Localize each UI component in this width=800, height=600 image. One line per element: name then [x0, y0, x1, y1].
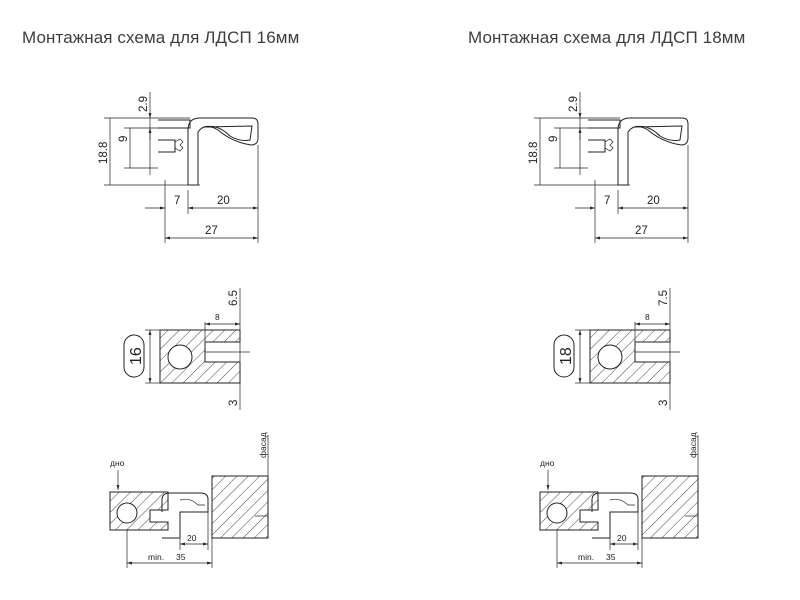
dim-lip-right: 20 — [647, 195, 660, 207]
board-bottom-right: 3 — [658, 400, 670, 406]
board-section-right: 18 8 7.5 3 — [553, 288, 680, 410]
dim-lip-left: 20 — [217, 195, 230, 207]
board-thickness-left: 16 — [128, 347, 145, 365]
dim-slot-right: 9 — [548, 136, 560, 142]
dim-offset-left: 7 — [174, 195, 180, 207]
profile-section-right: 2.9 9 18.8 7 20 27 — [528, 92, 689, 243]
board-bottom-left: 3 — [228, 400, 240, 406]
panel-title-left: Монтажная схема для ЛДСП 16мм — [22, 28, 300, 47]
assembly-lip-left: 20 — [187, 533, 197, 543]
right-panel: 2.9 9 18.8 7 20 27 18 8 7.5 — [528, 92, 699, 568]
board-thickness-right: 18 — [558, 347, 575, 365]
dim-total-left: 27 — [205, 225, 218, 237]
assembly-min-value-right: 35 — [606, 552, 616, 562]
board-depth-left: 8 — [215, 312, 220, 322]
assembly-min-value-left: 35 — [176, 552, 186, 562]
dim-height-left: 18.8 — [98, 142, 110, 164]
board-section-left: 16 8 6.5 3 — [123, 288, 250, 410]
facade-label-left: фасад — [258, 432, 268, 458]
dim-height-right: 18.8 — [528, 142, 540, 164]
board-depth-right: 8 — [645, 312, 650, 322]
profile-section-left: 2.9 9 18.8 7 20 27 — [98, 92, 259, 243]
dim-total-right: 27 — [635, 225, 648, 237]
assembly-left: фасад дно 20 min. 35 — [109, 432, 269, 568]
bottom-label-left: дно — [110, 458, 125, 468]
assembly-min-label-right: min. — [578, 552, 594, 562]
assembly-lip-right: 20 — [617, 533, 627, 543]
assembly-min-label-left: min. — [148, 552, 164, 562]
dim-offset-right: 7 — [604, 195, 610, 207]
dim-slot-left: 9 — [118, 136, 130, 142]
dim-gap-right: 2.9 — [568, 96, 580, 112]
facade-label-right: фасад — [688, 432, 698, 458]
board-top-left: 6.5 — [228, 290, 240, 306]
assembly-right: фасад дно 20 min. 35 — [539, 432, 699, 568]
panel-title-right: Монтажная схема для ЛДСП 18мм — [468, 28, 746, 47]
dim-gap-left: 2.9 — [138, 96, 150, 112]
left-panel: 2.9 9 18.8 7 20 27 16 8 — [98, 92, 269, 568]
bottom-label-right: дно — [540, 458, 555, 468]
board-top-right: 7.5 — [658, 290, 670, 306]
